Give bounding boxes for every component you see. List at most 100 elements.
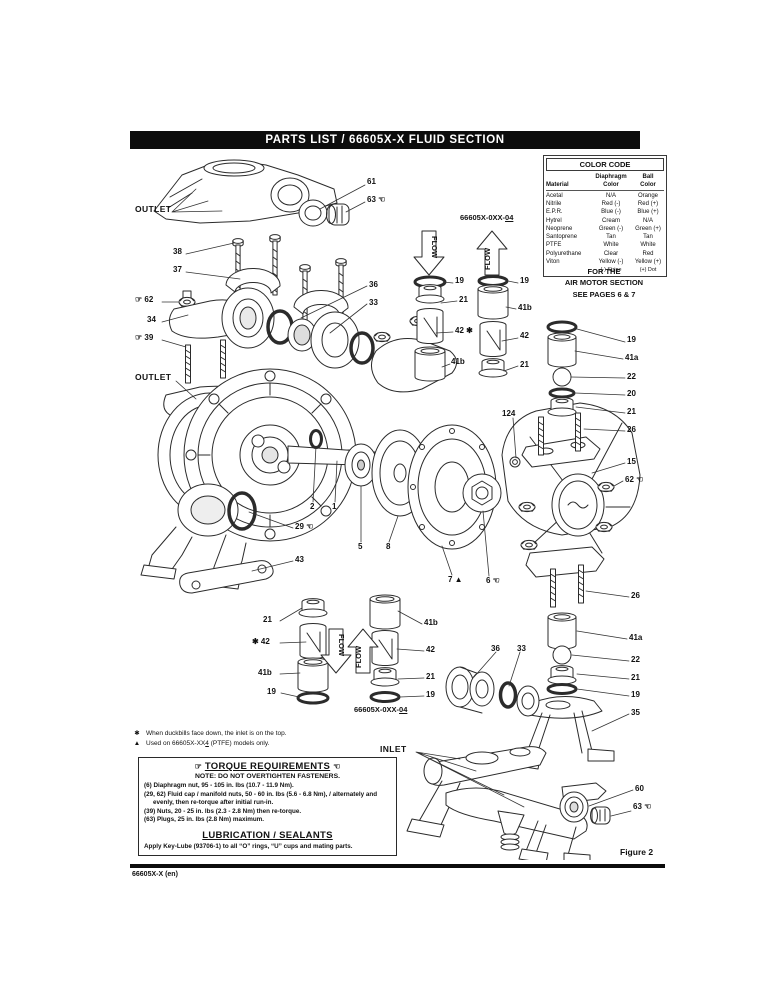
part-label: 19 [455,276,464,285]
part-label: 19 [426,690,435,699]
diaphragm-color-cell: N/A [605,192,616,199]
dot-note: (+) Dot [639,266,657,273]
torque-line: (39) Nuts, 20 - 25 in. lbs (2.3 - 2.8 Nm… [144,807,302,815]
part-label: 19 [267,687,276,696]
part-label: 42 ✱ [455,326,473,335]
diaphragm-color-cell: Red (-) [601,201,621,208]
color-code-title: COLOR CODE [546,158,664,172]
hand-right-icon: ☞ [194,762,202,771]
ball-color-cell: N/A [642,217,653,224]
part-label: ✱ 42 [252,637,270,646]
material-cell: Neoprene [546,225,573,232]
column-header-diaphragm-color: Diaphragm Color [590,174,632,192]
model-number: 66605X-0XX- [354,705,400,714]
page-title: PARTS LIST / 66605X-X FLUID SECTION [130,131,640,149]
material-cell: Polyurethane [546,250,582,257]
part-label: 21 [459,295,468,304]
hand-left-icon: ☜ [333,762,341,771]
material-cell: Acetal [546,192,563,199]
part-label: 61 [367,177,376,186]
material-cell: PTFE [546,242,562,249]
figure-label: Figure 2 [620,847,654,857]
ball-color-cell: Green (+) [635,225,661,232]
air-motor-note-line: AIR MOTOR SECTION [564,278,644,288]
color-code-rows: Acetal N/A Orange Nitrile Red (-) Red (+… [544,192,666,267]
part-label: 22 [631,655,640,664]
star-icon: ✱ [134,730,140,737]
part-label: 22 [627,372,636,381]
torque-title: ☞TORQUE REQUIREMENTS☜ [194,761,341,772]
part-label: 41a [629,633,643,642]
part-label: 36 [491,644,500,653]
part-label: 6 ☜ [486,576,500,585]
part-label: 63 ☜ [367,195,386,204]
torque-line: (29, 62) Fluid cap / manifold nuts, 50 -… [144,790,378,807]
flow-label: FLOW [483,247,492,270]
torque-line: (6) Diaphragm nut, 95 - 105 in. lbs (10.… [144,782,294,789]
part-label: 41b [424,618,438,627]
triangle-icon: ▲ [133,740,141,748]
part-label: 21 [631,673,640,682]
part-label: 19 [520,276,529,285]
model-callout-bottom: 66605X-0XX-04 [354,705,407,714]
material-cell: Viton [546,259,560,266]
part-label: 29 ☜ [295,522,314,531]
part-label: 41b [258,668,272,677]
part-label: 33 [369,298,378,307]
part-label: 19 [631,690,640,699]
torque-note: NOTE: DO NOT OVERTIGHTEN FASTENERS. [194,773,340,780]
footer-rule [130,864,665,868]
part-label: 43 [295,555,304,564]
diagram-drawing: FLOW FLOW FLOW FLOW [140,159,641,860]
part-label: 7 ▲ [448,575,463,584]
flow-label: FLOW [430,236,439,259]
part-label: ☞ 62 [135,295,154,304]
stripe-note: (-) Stripe [600,266,622,273]
part-label: 21 [263,615,272,624]
material-cell: Hytrel [546,217,562,224]
diaphragm-color-cell: Yellow (-) [598,259,624,266]
part-label: 15 [627,457,636,466]
part-label: 41a [625,353,639,362]
part-label: 124 [502,409,516,418]
ball-color-cell: Red (+) [637,201,659,208]
part-label: ☞ 39 [135,333,154,342]
torque-requirements-box: ☞TORQUE REQUIREMENTS☜ NOTE: DO NOT OVERT… [138,757,397,856]
ball-color-cell: Yellow (+) [634,259,662,266]
part-label: 33 [517,644,526,653]
ball-color-cell: Tan [643,234,653,241]
air-motor-note-line: FOR THE [587,267,621,276]
part-label: OUTLET [135,372,172,382]
column-header-material: Material [546,174,590,192]
air-motor-note-line: SEE PAGES 6 & 7 [572,289,636,299]
part-label: 34 [147,315,156,324]
part-label: 19 [627,335,636,344]
part-label: 26 [627,425,636,434]
footnote-text: When duckbills face down, the inlet is o… [146,730,287,737]
part-label: INLET [380,744,407,754]
part-label: 42 [520,331,529,340]
flow-label: FLOW [354,645,363,668]
part-label: 41b [518,303,532,312]
part-label: 36 [369,280,378,289]
diaphragm-color-cell: Clear [603,250,619,257]
color-code-footnote: (-) Stripe (+) Dot [544,267,666,274]
footer-text: 66605X-X (en) [132,871,178,878]
part-label: 5 [358,542,363,551]
ball-color-cell: Orange [637,192,658,199]
footnotes: ✱ When duckbills face down, the inlet is… [133,729,287,749]
part-label: 2 [310,502,315,511]
ball-color-cell: Blue (+) [637,209,659,216]
material-cell: Santoprene [546,234,578,241]
footnote-text: Used on 66605X-XX4 (PTFE) models only. [146,740,270,748]
part-label: OUTLET [135,204,172,214]
model-number-suffix: 04 [505,213,514,222]
diaphragm-color-cell: White [603,242,619,249]
footnote-triangle: ▲ Used on 66605X-XX4 (PTFE) models only. [133,739,287,749]
diaphragm-color-cell: Cream [601,217,620,224]
diaphragm-color-cell: Green (-) [598,225,624,232]
